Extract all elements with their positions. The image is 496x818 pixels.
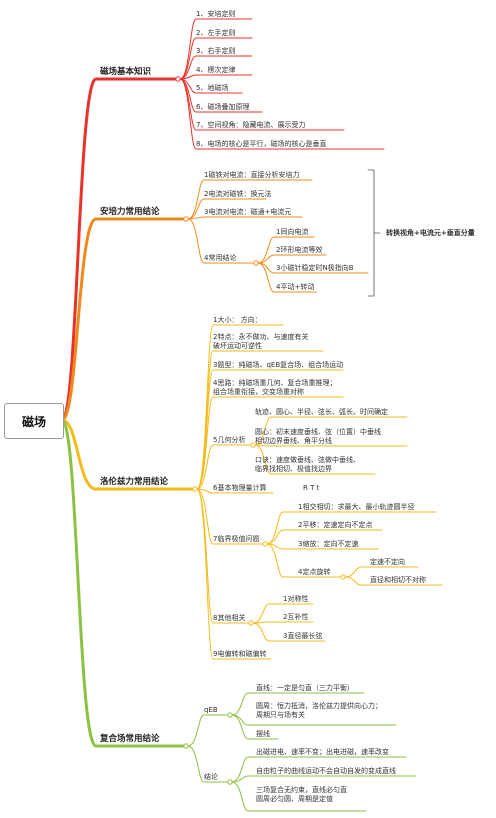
branch-lorentz-title[interactable]: 洛伦兹力常用结论 bbox=[100, 477, 169, 487]
sub-branch-line bbox=[187, 218, 257, 264]
qeb-item[interactable]: 直线：一定是匀直（三力平衡） bbox=[256, 684, 354, 692]
sub-branch-line bbox=[252, 622, 326, 642]
sub-branch-line bbox=[187, 198, 267, 220]
lorentz-item[interactable]: 5几何分析 bbox=[213, 436, 246, 444]
lorentz-item[interactable]: 7临界极值问题 bbox=[213, 535, 260, 543]
critical-item[interactable]: 4定点旋转 bbox=[298, 568, 331, 576]
sub-branch-line bbox=[196, 488, 274, 494]
basics-item[interactable]: 3、右手定则 bbox=[196, 47, 236, 55]
sub-branch-line bbox=[187, 179, 313, 220]
sub-branch-line bbox=[179, 78, 385, 150]
sub-branch-line bbox=[231, 775, 417, 783]
sub-branch-line bbox=[231, 756, 407, 783]
basics-item[interactable]: 5、地磁场 bbox=[196, 84, 229, 92]
sub-branch-line bbox=[187, 745, 229, 783]
sub-branch-line bbox=[196, 369, 344, 490]
sub-branch-line bbox=[196, 444, 254, 490]
sub-branch-line bbox=[254, 444, 408, 447]
lorentz-item[interactable]: 3题型：纯磁场、qEB复合场、组合场运动 bbox=[213, 361, 344, 369]
sub-branch-line bbox=[254, 444, 376, 475]
sub-branch-line bbox=[196, 396, 344, 490]
lorentz-item[interactable]: 9电偏转和磁偏转 bbox=[213, 650, 267, 658]
ampere-item[interactable]: 3电流对电流：磁通+电流元 bbox=[204, 208, 292, 216]
lorentz-item[interactable]: 4思路：纯磁场重几何、复合场重推理； 组合场重衔接，交变场重对称 bbox=[213, 379, 337, 396]
sub-branch-line bbox=[179, 55, 253, 80]
main-branch-line bbox=[60, 418, 188, 748]
sub-branch-line bbox=[254, 416, 408, 446]
root-label: 磁场 bbox=[21, 414, 46, 429]
other-item[interactable]: 3直径最长弦 bbox=[283, 632, 323, 640]
conclusion-item[interactable]: 三场复合无约束，直线必匀直 圆周必匀圆、周期是定值 bbox=[256, 786, 347, 803]
lorentz-item[interactable]: 2特点：永不做功、与速度有关 破坏运动可逆性 bbox=[213, 333, 309, 350]
sub-branch-line bbox=[179, 37, 253, 80]
critical-item[interactable]: 1相交相切：求最大、最小轨迹圆半径 bbox=[298, 503, 415, 511]
sub-branch-line bbox=[196, 488, 266, 545]
basics-item[interactable]: 8、电场的核心是平行，磁场的核心是垂直 bbox=[196, 140, 327, 148]
conclusion-item[interactable]: 自由粒子的曲线运动不会自动自发的变成直线 bbox=[256, 767, 396, 775]
critical-item[interactable]: 2平移：定速定向不定点 bbox=[298, 521, 373, 529]
basics-item[interactable]: 7、空间视角：隐藏电流、展示受力 bbox=[196, 121, 306, 129]
branch-ampere-title[interactable]: 安培力常用结论 bbox=[100, 207, 160, 217]
sub-branch-line bbox=[196, 488, 272, 660]
geometry-item[interactable]: 圆心：初末速度垂线、弦（位置）中垂线 相切边界垂线、角平分线 bbox=[255, 428, 381, 445]
sub-branch-line bbox=[257, 262, 317, 293]
branch-basics-title[interactable]: 磁场基本知识 bbox=[100, 67, 152, 77]
sub-branch-line bbox=[257, 236, 315, 264]
compound-item-conclusion[interactable]: 结论 bbox=[204, 773, 218, 781]
sub-branch-line bbox=[252, 603, 314, 624]
ampere-item[interactable]: 2电流对磁铁：换元法 bbox=[204, 190, 272, 198]
sub-branch-line bbox=[257, 254, 327, 264]
main-branch-line bbox=[60, 418, 197, 491]
branch-compound-title[interactable]: 复合场常用结论 bbox=[100, 734, 160, 744]
sub-branch-line bbox=[266, 543, 343, 578]
basics-item[interactable]: 6、磁场叠加原理 bbox=[196, 103, 250, 111]
basics-item[interactable]: 4、楞次定律 bbox=[196, 66, 236, 74]
sub-branch-line bbox=[187, 216, 303, 220]
geometry-item[interactable]: 口诀：速度做垂线、弦做中垂线、 临界找相切、极值找边界 bbox=[255, 456, 360, 473]
sub-branch-line bbox=[344, 576, 443, 586]
sub-branch-line bbox=[231, 781, 367, 812]
qeb-item[interactable]: 圆周：恒力抵消，洛伦兹力提供向心力； 周期只与场有关 bbox=[256, 702, 382, 719]
geometry-item[interactable]: 轨迹、圆心、半径、弦长、弧长、时间确定 bbox=[255, 408, 388, 416]
root-node[interactable]: 磁场 bbox=[4, 403, 64, 439]
sub-branch-line bbox=[231, 692, 365, 716]
summary-bracket bbox=[367, 169, 381, 297]
sub-branch-line bbox=[231, 714, 279, 740]
critical-item[interactable]: 3缩放：定向不定速 bbox=[298, 540, 359, 548]
compound-item-qeb[interactable]: qEB bbox=[204, 706, 218, 714]
sub-branch-line bbox=[252, 621, 314, 624]
basics-item[interactable]: 1、安培定则 bbox=[196, 10, 236, 18]
bracket-summary-note: 转换视角+电流元+垂直分量 bbox=[386, 229, 475, 237]
lorentz-item[interactable]: 6基本物理量计算 bbox=[213, 484, 267, 492]
lorentz-item[interactable]: 8其他相关 bbox=[213, 614, 246, 622]
sub-branch-line bbox=[179, 74, 253, 80]
main-branch-line bbox=[60, 77, 180, 422]
rotation-item[interactable]: 直径和相切不对称 bbox=[370, 576, 426, 584]
ampere-conclusion-item[interactable]: 4平动+转动 bbox=[276, 283, 315, 291]
ampere-item[interactable]: 4常用结论 bbox=[204, 254, 237, 262]
conclusion-item[interactable]: 出磁进电、速率不变；出电进磁，速率改变 bbox=[256, 748, 389, 756]
sub-branch-line bbox=[266, 543, 379, 550]
basics-item[interactable]: 2、左手定则 bbox=[196, 29, 236, 37]
ampere-conclusion-item[interactable]: 1同向电流 bbox=[276, 228, 309, 236]
rotation-item[interactable]: 定速不定向 bbox=[370, 558, 405, 566]
physical-quantity-item[interactable]: R T t bbox=[303, 484, 320, 492]
other-item[interactable]: 1对称性 bbox=[283, 595, 309, 603]
ampere-conclusion-item[interactable]: 3小磁针稳定时N极指向B bbox=[276, 264, 354, 272]
sub-branch-line bbox=[187, 714, 229, 747]
sub-branch-line bbox=[266, 511, 437, 545]
ampere-item[interactable]: 1磁铁对电流：直接分析安培力 bbox=[204, 171, 300, 179]
main-branch-line bbox=[60, 217, 188, 422]
lorentz-item[interactable]: 1大小： 方向： bbox=[213, 316, 262, 324]
ampere-conclusion-item[interactable]: 2环形电流等效 bbox=[276, 246, 323, 254]
sub-branch-line bbox=[266, 529, 383, 545]
other-item[interactable]: 2互补性 bbox=[283, 613, 309, 621]
qeb-item[interactable]: 摆线 bbox=[256, 730, 270, 738]
sub-branch-line bbox=[344, 566, 419, 578]
